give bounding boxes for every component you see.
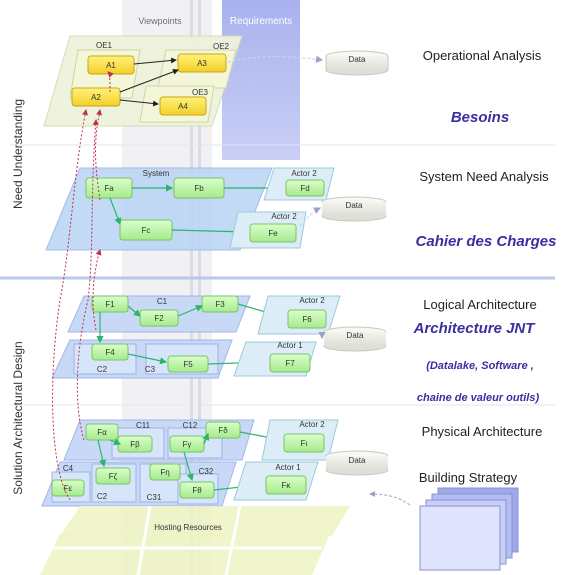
system-actor-top-label: Actor 2 <box>291 169 317 178</box>
function-f7 <box>269 353 311 373</box>
fdelta-label: Fδ <box>218 426 228 435</box>
logical-data-store <box>323 326 387 352</box>
hosting-plane-top <box>60 506 350 536</box>
requirements-column <box>222 0 300 160</box>
system-label: System <box>143 169 170 178</box>
c1-label: C1 <box>157 297 168 306</box>
operational-data-label: Data <box>349 55 366 64</box>
function-fe <box>249 223 297 243</box>
physical-architecture-label: Physical Architecture <box>422 424 543 439</box>
a1-label: A1 <box>106 61 116 70</box>
operational-analysis-label: Operational Analysis <box>423 48 542 63</box>
logical-architecture-label: Logical Architecture <box>423 297 536 312</box>
logical-actor-bottom-label: Actor 1 <box>277 341 303 350</box>
chaine-label: chaine de valeur outils) <box>417 392 540 404</box>
cahier-des-charges-label: Cahier des Charges <box>416 233 557 250</box>
f3-label: F3 <box>215 300 225 309</box>
function-f1 <box>91 295 129 313</box>
c2-label: C2 <box>97 365 108 374</box>
hosting-plane-bottom <box>40 534 330 575</box>
c11-label: C11 <box>136 421 151 430</box>
fgamma-label: Fγ <box>183 440 192 449</box>
logical-actor-top-label: Actor 2 <box>299 296 325 305</box>
f2-label: F2 <box>154 314 164 323</box>
fa-label: Fa <box>104 184 114 193</box>
function-fkappa <box>265 475 307 495</box>
besoins-label: Besoins <box>451 109 509 126</box>
function-falpha <box>85 423 119 441</box>
physical-data-store <box>325 450 389 476</box>
fzeta-label: Fζ <box>109 472 118 481</box>
function-f6 <box>287 309 327 329</box>
a3-label: A3 <box>197 59 207 68</box>
system-data-store <box>321 196 387 222</box>
hosting-label: Hosting Resources <box>154 523 222 532</box>
f6-label: F6 <box>302 315 312 324</box>
a4-label: A4 <box>178 102 188 111</box>
fc-label: Fc <box>142 226 151 235</box>
system-need-analysis-label: System Need Analysis <box>419 169 549 184</box>
function-fiota <box>283 433 325 453</box>
fepsilon-label: Fε <box>64 484 73 493</box>
c3-label: C3 <box>145 365 156 374</box>
fe-label: Fe <box>268 229 278 238</box>
feta-label: Fη <box>160 468 169 477</box>
c32-label: C32 <box>199 467 214 476</box>
fd-label: Fd <box>300 184 309 193</box>
logical-data-label: Data <box>347 331 364 340</box>
fkappa-label: Fκ <box>282 481 292 490</box>
f4-label: F4 <box>105 348 115 357</box>
activity-a3 <box>177 53 227 73</box>
system-actor-bottom-label: Actor 2 <box>271 212 297 221</box>
c31-label: C31 <box>147 493 162 502</box>
datalake-label: (Datalake, Software , <box>426 360 534 372</box>
fiota-label: Fι <box>301 439 308 448</box>
need-understanding-label: Need Understanding <box>11 99 25 209</box>
activity-a2 <box>71 87 121 107</box>
fb-label: Fb <box>194 184 204 193</box>
function-f2 <box>139 309 179 327</box>
physical-actor-bottom-label: Actor 1 <box>275 463 301 472</box>
oe3-label: OE3 <box>192 88 209 97</box>
c12-label: C12 <box>183 421 198 430</box>
f1-label: F1 <box>105 300 115 309</box>
function-feta <box>149 463 181 481</box>
viewpoints-header: Viewpoints <box>138 16 182 26</box>
falpha-label: Fα <box>97 428 107 437</box>
building-strategy-label: Building Strategy <box>419 470 518 485</box>
a2-label: A2 <box>91 93 101 102</box>
activity-a4 <box>159 96 207 116</box>
requirements-header: Requirements <box>230 16 292 27</box>
function-f4 <box>91 343 129 361</box>
solution-design-label: Solution Architectural Design <box>11 341 25 494</box>
physical-data-label: Data <box>349 456 366 465</box>
c4-label: C4 <box>63 464 74 473</box>
operational-data-store <box>325 50 389 76</box>
function-fzeta <box>95 467 131 485</box>
system-data-label: Data <box>346 201 363 210</box>
building-strategy-icon <box>419 487 519 571</box>
architecture-jnt-label: Architecture JNT <box>413 320 537 337</box>
function-fd <box>285 179 325 197</box>
oe2-label: OE2 <box>213 42 230 51</box>
physical-actor-top-label: Actor 2 <box>299 420 325 429</box>
f5-label: F5 <box>183 360 193 369</box>
c2-physical-label: C2 <box>97 492 108 501</box>
fbeta-label: Fβ <box>130 440 140 449</box>
oe1-label: OE1 <box>96 41 113 50</box>
function-fdelta <box>205 421 241 439</box>
ftheta-label: Fθ <box>192 486 202 495</box>
f7-label: F7 <box>285 359 295 368</box>
